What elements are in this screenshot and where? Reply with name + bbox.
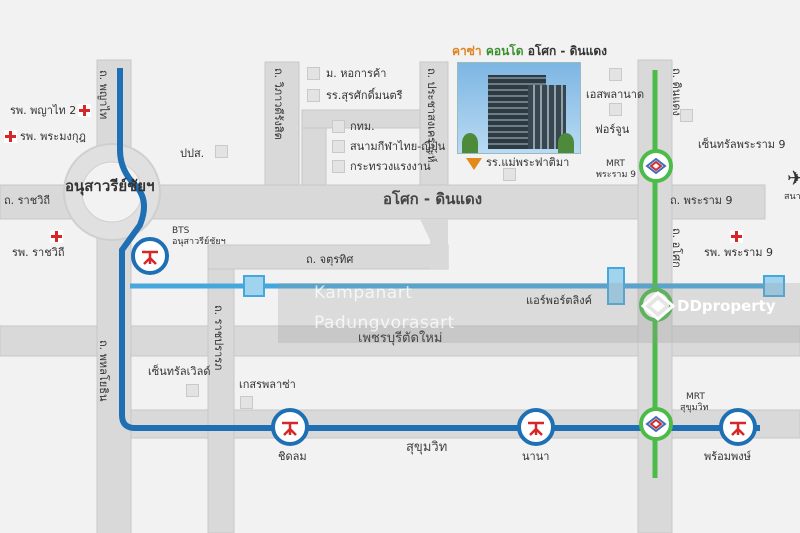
title-part-2: คอนโด (485, 44, 524, 58)
road-chaturathit-curve (420, 219, 448, 269)
landmark-marker-icon (307, 89, 320, 102)
watermark-brand: DDproperty (677, 297, 776, 315)
road-label-ratchawithi: ถ. ราชวิถี (4, 194, 51, 207)
project-building-photo (457, 62, 581, 154)
landmark-central-world: เซ็นทรัลเวิลด์ (148, 365, 211, 378)
ddproperty-logo-icon (641, 291, 675, 321)
road-label-ratchaprarop: ถ. ราชปรารภ (212, 305, 225, 371)
road-label-rama9: ถ. พระราม 9 (670, 194, 733, 207)
landmark-marker-icon (503, 168, 516, 181)
hospital-icon (78, 104, 91, 117)
tree-icon (558, 133, 574, 153)
landmark-victory-monument: อนุสาวรีย์ชัยฯ (65, 177, 155, 195)
bts-station-nana (517, 408, 555, 446)
mrt-station-rama9 (639, 149, 673, 183)
tree-icon (462, 133, 478, 153)
road-label-vibhavadi: ถ. วิภาวดีรังสิต (272, 68, 285, 140)
station-label-bts-victory-2: อนุสาวรีย์ชัยฯ (172, 237, 226, 247)
station-label-mrt-rama9-2: พระราม 9 (596, 170, 637, 180)
mrt-station-sukhumvit (639, 407, 673, 441)
landmark-marker-icon (332, 160, 345, 173)
station-label-mrt-sukhumvit-1: MRT (686, 392, 705, 402)
road-label-asok-dindaeng: อโศก - ดินแดง (383, 190, 483, 208)
station-label-mrt-rama9-1: MRT (606, 159, 625, 169)
hospital-icon (50, 230, 63, 243)
landmark-marker-icon (307, 67, 320, 80)
bts-sukhumvit-line (117, 68, 760, 431)
label-airport-link: แอร์พอร์ตลิงค์ (526, 294, 592, 307)
station-label-bts-victory-1: BTS (172, 226, 190, 236)
landmark-central-rama9: เซ็นทรัลพระราม 9 (698, 138, 786, 151)
watermark-text-2: Padungvorasart (314, 313, 455, 333)
landmark-ratchawithi-hospital: รพ. ราชวิถี (12, 246, 65, 259)
road-label-phayathai: ถ. พญาไท (97, 70, 110, 120)
hospital-icon (4, 130, 17, 143)
landmark-fortune: ฟอร์จูน (595, 123, 630, 136)
road-chaturathit (207, 244, 449, 270)
airport-link-station-east (763, 275, 785, 297)
landmark-esplanade: เอสพลานาด (586, 88, 645, 101)
landmark-phramongkut: รพ. พระมงกุฎ (20, 130, 86, 143)
landmark-phyathai2: รพ. พญาไท 2 (10, 104, 77, 117)
road-network (0, 59, 800, 533)
road-label-sukhumvit: สุขุมวิท (406, 440, 448, 455)
road-label-phetchaburi: เพชรบุรีตัดใหม่ (358, 331, 443, 346)
landmark-pol: ปปส. (180, 147, 205, 160)
station-label-mrt-sukhumvit-2: สุขุมวิท (680, 403, 709, 413)
road-small-2 (301, 109, 421, 129)
station-label-phrom-phong: พร้อมพงษ์ (704, 450, 751, 463)
title-part-3: อโศก - ดินแดง (527, 44, 607, 58)
watermark-band (278, 283, 800, 343)
bts-station-victory (131, 237, 169, 275)
road-label-phahon: ถ. พหลโยธิน (97, 340, 110, 402)
landmark-gaysorn: เกสรพลาซ่า (239, 378, 296, 391)
landmark-marker-icon (332, 140, 345, 153)
landmark-tot: กทม. (350, 120, 375, 133)
road-phayathai (96, 59, 132, 533)
hospital-icon (730, 230, 743, 243)
landmark-marker-icon (186, 384, 199, 397)
landmark-marker-icon (240, 396, 253, 409)
landmark-thai-japan: สนามกีฬาไทย-ญี่ปุ่น (350, 140, 446, 153)
landmark-sukhumwit-school: รร.สุรศักดิ์มนตรี (326, 89, 403, 102)
landmark-marker-icon (609, 103, 622, 116)
project-title: คาซ่า คอนโด อโศก - ดินแดง (452, 42, 607, 61)
airport-link-station-makkasan (607, 267, 625, 305)
landmark-rama9-hospital: รพ. พระราม 9 (704, 246, 774, 259)
road-ratchaprarop (207, 264, 235, 533)
landmark-marker-icon (215, 145, 228, 158)
airport-plane-icon: ✈ (787, 166, 800, 190)
road-label-chaturathit: ถ. จตุรทิศ (306, 253, 354, 266)
landmark-uthcc: ม. หอการค้า (326, 67, 387, 80)
landmark-suvarnabhumi: สนามบินสุวรรณภูมิ (784, 192, 800, 202)
bts-station-phrom-phong (719, 408, 757, 446)
landmark-mae-school: รร.แม่พระฟาติมา (486, 156, 570, 169)
bts-station-chidlom (271, 408, 309, 446)
landmark-labor: กระทรวงแรงงาน (350, 160, 431, 173)
airport-link-station-ratchaprarop (243, 275, 265, 297)
landmark-marker-icon (332, 120, 345, 133)
station-label-nana: นานา (522, 450, 550, 463)
road-vibhavadi (264, 61, 300, 186)
station-label-chidlom: ชิดลม (278, 450, 307, 463)
title-part-1: คาซ่า (452, 44, 482, 58)
landmark-marker-icon (609, 68, 622, 81)
project-location-marker-icon (466, 158, 482, 170)
landmark-marker-icon (680, 109, 693, 122)
watermark-text-1: Kampanart (314, 283, 413, 303)
road-label-asok: ถ. อโศก (670, 228, 683, 268)
